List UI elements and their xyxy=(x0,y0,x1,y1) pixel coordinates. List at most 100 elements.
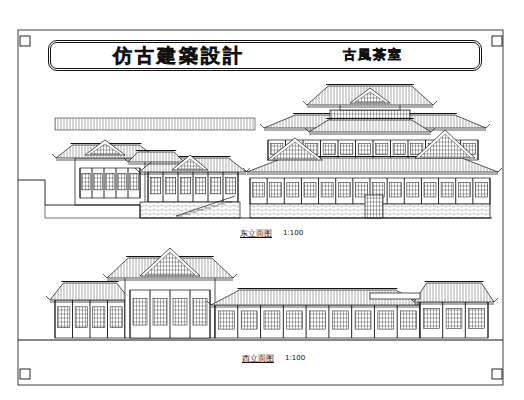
lattice-window xyxy=(241,311,257,329)
scale: 1:100 xyxy=(283,230,303,238)
line xyxy=(233,274,237,278)
line xyxy=(472,178,473,204)
line xyxy=(107,280,233,281)
line xyxy=(207,301,211,305)
wall xyxy=(20,369,30,379)
lattice-window xyxy=(130,173,138,190)
lattice-window xyxy=(287,311,303,329)
outline xyxy=(355,92,385,102)
line xyxy=(183,214,190,215)
line xyxy=(140,168,141,198)
line xyxy=(326,84,414,85)
line xyxy=(170,290,171,338)
line xyxy=(92,168,93,198)
line xyxy=(309,134,431,135)
wall xyxy=(492,36,502,46)
lattice-window xyxy=(376,144,388,155)
lattice-window xyxy=(304,183,316,197)
wall xyxy=(18,30,503,385)
line xyxy=(193,172,194,202)
lattice-window xyxy=(75,307,87,328)
line xyxy=(190,290,191,338)
lattice-window xyxy=(424,183,436,197)
line xyxy=(307,107,433,108)
line xyxy=(306,305,307,338)
line xyxy=(104,168,105,198)
line xyxy=(431,128,435,132)
line xyxy=(150,290,151,338)
line xyxy=(90,300,91,338)
scale: 1:100 xyxy=(285,355,305,363)
line xyxy=(284,178,285,204)
line xyxy=(135,168,139,172)
line xyxy=(18,340,503,341)
lattice-window xyxy=(118,173,126,190)
wall xyxy=(55,118,255,130)
line xyxy=(397,305,398,338)
wall xyxy=(130,290,210,338)
lattice-window xyxy=(150,177,161,194)
outline xyxy=(211,290,424,305)
line xyxy=(128,168,129,198)
wall xyxy=(492,369,502,379)
line xyxy=(46,296,50,300)
line xyxy=(260,124,264,128)
lattice-window xyxy=(321,183,333,197)
line xyxy=(305,128,309,132)
line xyxy=(326,118,414,119)
line xyxy=(455,178,456,204)
line xyxy=(465,302,466,338)
lattice-window xyxy=(355,311,371,329)
line xyxy=(225,202,232,203)
outline xyxy=(307,86,433,105)
view-title: 东立面图 xyxy=(240,230,272,239)
wall xyxy=(55,300,125,338)
lattice-window xyxy=(193,299,207,325)
lattice-window xyxy=(110,307,122,328)
line xyxy=(139,174,246,175)
lattice-window xyxy=(446,308,462,328)
lattice-window xyxy=(180,177,191,194)
line xyxy=(303,101,307,105)
line xyxy=(163,172,164,202)
line xyxy=(176,196,235,216)
line xyxy=(267,178,268,204)
line xyxy=(490,178,491,204)
outline xyxy=(309,120,431,132)
line xyxy=(211,307,424,308)
project-name: 古風茶室 xyxy=(343,48,403,62)
line xyxy=(250,178,251,204)
lattice-window xyxy=(401,311,417,329)
line xyxy=(478,140,479,160)
outline xyxy=(420,134,470,157)
line xyxy=(488,302,489,338)
wall xyxy=(125,275,215,338)
lattice-window xyxy=(393,144,405,155)
lattice-window xyxy=(210,177,221,194)
line xyxy=(238,288,398,289)
line xyxy=(283,305,284,338)
lattice-window xyxy=(225,177,236,194)
line xyxy=(352,178,353,204)
line xyxy=(414,304,494,305)
outline xyxy=(350,88,390,103)
wall xyxy=(75,158,145,205)
line xyxy=(80,168,81,198)
lattice-window xyxy=(218,311,234,329)
line xyxy=(178,172,179,202)
lattice-window xyxy=(441,183,453,197)
outline xyxy=(128,152,184,162)
lattice-window xyxy=(390,183,402,197)
line xyxy=(268,140,269,160)
lattice-window xyxy=(94,173,102,190)
line xyxy=(301,178,302,204)
wall xyxy=(80,168,140,198)
line xyxy=(211,206,218,207)
outline xyxy=(273,142,318,159)
line xyxy=(72,300,73,338)
wall xyxy=(365,195,383,218)
lattice-window xyxy=(270,183,282,197)
line xyxy=(18,180,492,218)
wall xyxy=(148,172,238,202)
line xyxy=(425,281,484,282)
